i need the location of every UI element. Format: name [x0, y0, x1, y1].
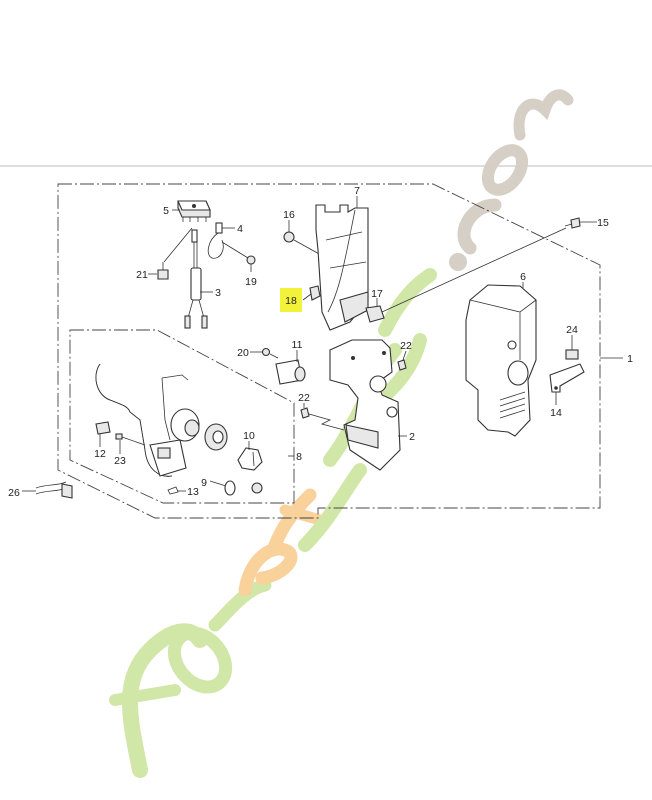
callout-16[interactable]: 16 [283, 209, 295, 221]
part-10-knob[interactable] [237, 447, 263, 471]
part-5-terminal-block[interactable] [177, 200, 211, 222]
assembly-boundary-inner [69, 329, 295, 504]
grommet[interactable] [251, 482, 263, 494]
callout-13[interactable]: 13 [187, 486, 199, 498]
callout-23[interactable]: 23 [114, 455, 126, 467]
callout-11[interactable]: 11 [292, 339, 303, 351]
part-6-cover-panel[interactable] [465, 284, 537, 437]
part-24-label[interactable] [565, 349, 579, 360]
callout-1[interactable]: 1 [627, 353, 633, 365]
callout-24[interactable]: 24 [566, 324, 578, 336]
callout-6[interactable]: 6 [520, 271, 526, 283]
part-11-solenoid[interactable] [275, 359, 306, 385]
callout-21[interactable]: 21 [136, 269, 148, 281]
part-2-bracket[interactable] [329, 339, 401, 471]
callout-26[interactable]: 26 [8, 487, 20, 499]
part-21-bolt[interactable] [157, 262, 169, 280]
part-26-cable-clamp[interactable] [35, 481, 73, 499]
callout-2[interactable]: 2 [409, 431, 415, 443]
callout-3[interactable]: 3 [215, 287, 221, 299]
callout-14[interactable]: 14 [550, 407, 562, 419]
part-7-control-cover[interactable] [315, 204, 369, 331]
callout-labels: 1 2 3 4 5 6 7 8 9 10 11 12 13 14 15 16 1… [8, 185, 633, 499]
part-13-ring[interactable] [167, 486, 179, 495]
part-8-ignition-switch-harness[interactable] [95, 363, 200, 477]
callout-9[interactable]: 9 [201, 477, 207, 489]
part-17-grommet[interactable] [365, 227, 567, 323]
part-18-clip[interactable] [309, 285, 321, 301]
callout-7[interactable]: 7 [354, 185, 360, 197]
callout-22-lower[interactable]: 22 [298, 392, 310, 404]
part-20-screw[interactable] [261, 347, 279, 359]
part-3-wire-harness[interactable] [163, 227, 208, 329]
part-9-key[interactable] [209, 480, 236, 496]
part-22-screw-lower[interactable] [300, 407, 345, 431]
callout-15[interactable]: 15 [597, 217, 609, 229]
part-22-screw-upper[interactable] [397, 359, 407, 371]
callout-8[interactable]: 8 [296, 451, 302, 463]
highlight-part-18 [280, 288, 302, 312]
assembly-boundary-outer [57, 183, 601, 519]
part-14-clip[interactable] [549, 363, 585, 393]
callout-10[interactable]: 10 [243, 430, 255, 442]
callout-18[interactable]: 18 [285, 295, 297, 307]
switch-bezel[interactable] [204, 423, 228, 451]
part-4-ground-wire[interactable] [207, 222, 224, 259]
part-23-connector[interactable] [115, 433, 146, 446]
part-19-screw[interactable] [221, 241, 256, 265]
callout-22-upper[interactable]: 22 [400, 340, 412, 352]
leader-lines [22, 196, 623, 492]
callout-5[interactable]: 5 [163, 205, 169, 217]
callout-20[interactable]: 20 [237, 347, 249, 359]
callout-4[interactable]: 4 [237, 223, 243, 235]
callout-17[interactable]: 17 [371, 288, 383, 300]
part-15-bolt[interactable] [564, 217, 581, 229]
callout-12[interactable]: 12 [94, 448, 106, 460]
part-12-connector[interactable] [95, 421, 111, 435]
callout-19[interactable]: 19 [245, 276, 257, 288]
